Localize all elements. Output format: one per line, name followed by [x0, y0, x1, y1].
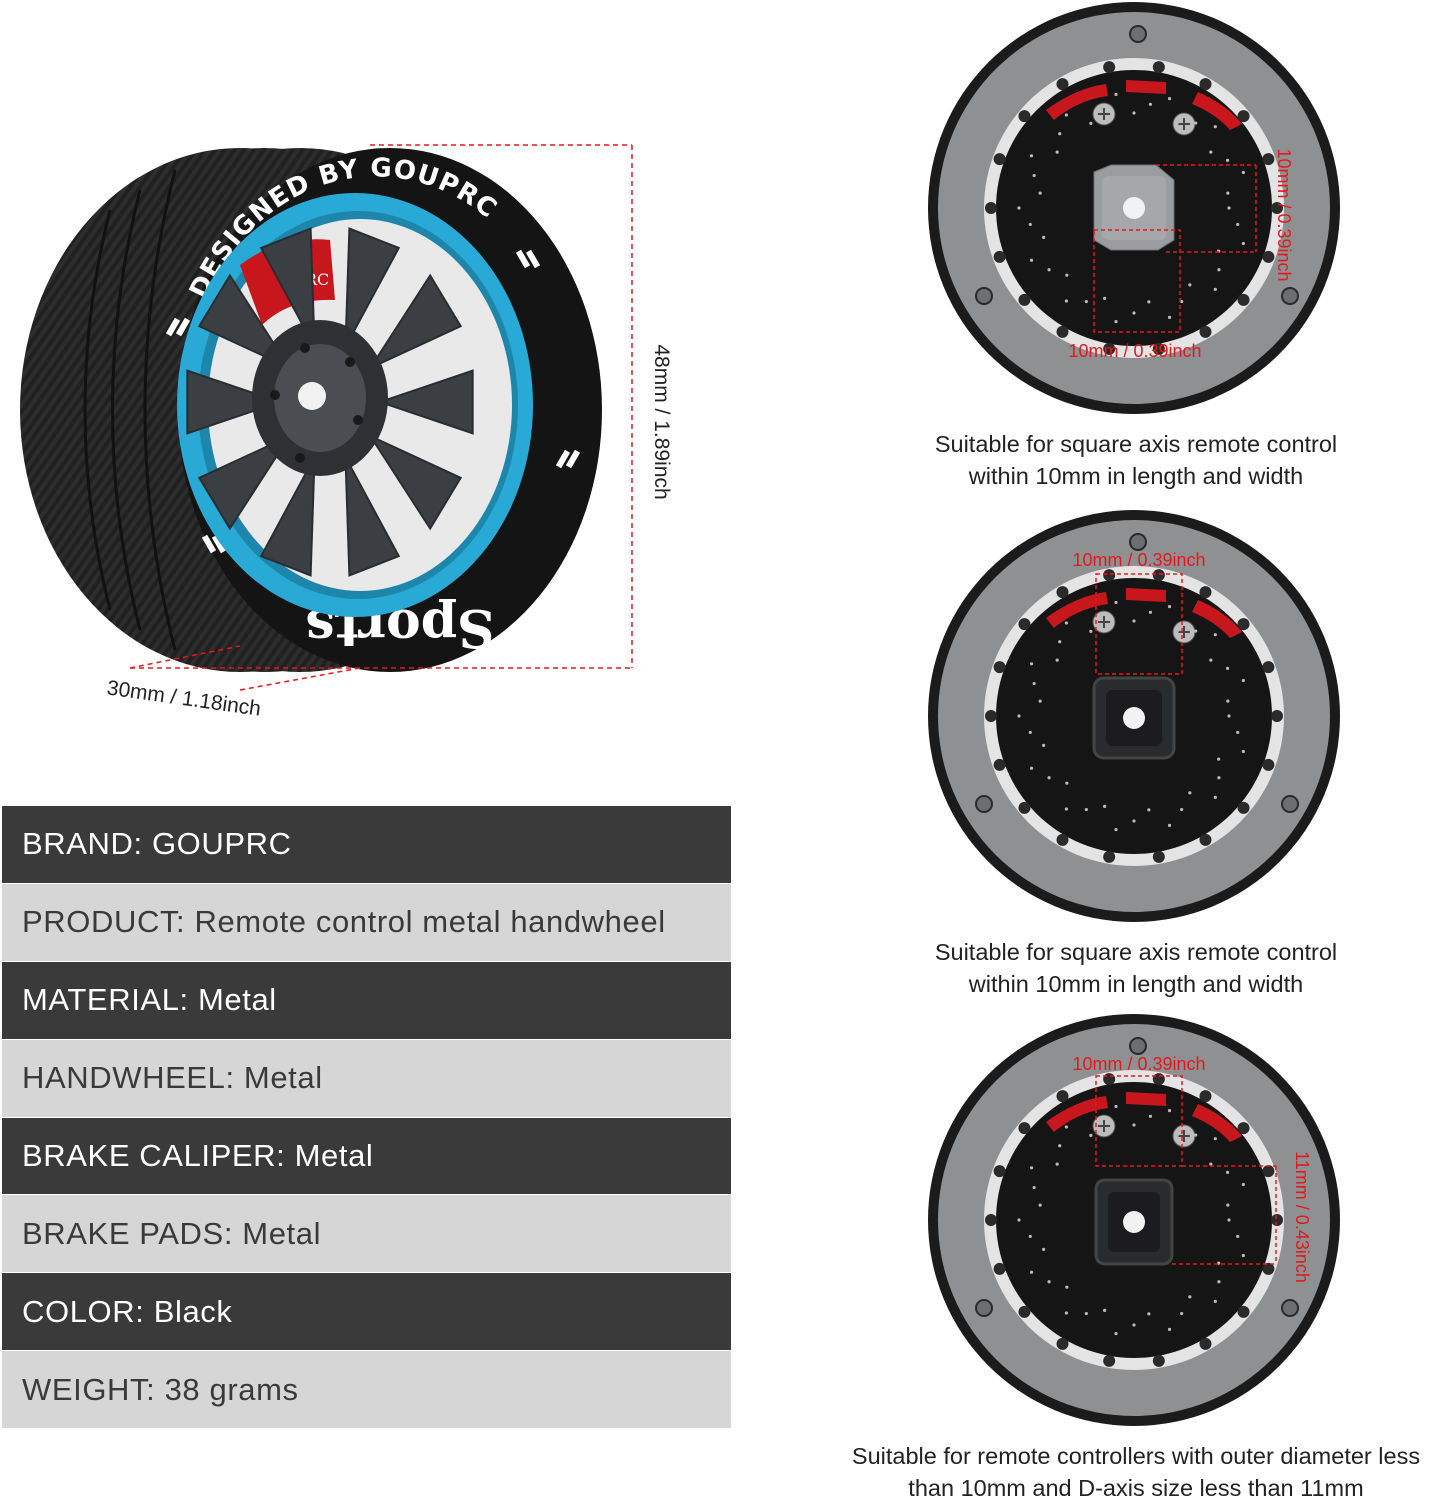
sidewall-hash-marks	[165, 249, 581, 554]
spec-key: BRAKE CALIPER:	[22, 1138, 286, 1173]
spoke	[367, 433, 463, 531]
caption-line: within 10mm in length and width	[968, 971, 1304, 997]
spec-key: BRAND:	[22, 826, 143, 862]
dimension-label-top: 10mm / 0.39inch	[1072, 1054, 1205, 1074]
dimension-label-bottom: 10mm / 0.39inch	[1068, 341, 1201, 361]
spec-value: Metal	[243, 1060, 323, 1096]
spec-value: Black	[153, 1293, 233, 1329]
hub	[252, 320, 388, 476]
spec-row-brand: BRAND: GOUPRC	[2, 806, 731, 884]
caption-line: Suitable for square axis remote control	[934, 939, 1338, 965]
hub-socket	[1092, 676, 1176, 760]
wheel-spokes	[186, 227, 474, 577]
wheel-illustration: DESIGNED BY GOUPRC Sports RC	[20, 144, 673, 721]
spec-key: BRAKE PADS:	[22, 1215, 234, 1251]
hub-socket	[1094, 1178, 1174, 1266]
spec-key: PRODUCT:	[22, 904, 186, 940]
spec-row-color: COLOR: Black	[2, 1273, 731, 1352]
caption-line: Suitable for square axis remote control	[934, 431, 1338, 457]
dimension-label-right: 11mm / 0.43inch	[1292, 1151, 1312, 1283]
hub-back-view-1: 10mm / 0.39inch 10mm / 0.39inch	[928, 2, 1340, 414]
caption-1: Suitable for square axis remote control …	[786, 428, 1453, 492]
spec-row-handwheel: HANDWHEEL: Metal	[2, 1039, 731, 1118]
spoke	[186, 369, 284, 435]
spoke	[197, 433, 293, 531]
spec-value: Metal	[197, 982, 277, 1018]
caption-line: within 10mm in length and width	[968, 463, 1304, 489]
spoke	[367, 273, 463, 371]
dimension-lines	[129, 144, 633, 691]
spoke	[344, 456, 401, 577]
caption-2: Suitable for square axis remote control …	[786, 936, 1453, 1000]
spoke	[376, 369, 474, 435]
spec-row-brake-pads: BRAKE PADS: Metal	[2, 1195, 731, 1274]
spoke	[259, 456, 316, 577]
hub-back-view-2: 10mm / 0.39inch	[928, 510, 1340, 922]
spec-value: Metal	[242, 1215, 322, 1251]
spec-row-weight: WEIGHT: 38 grams	[2, 1351, 731, 1430]
hub-socket	[1093, 164, 1175, 251]
dimension-lines	[1095, 573, 1183, 675]
spoke	[344, 227, 401, 348]
dimension-lines	[1093, 164, 1257, 333]
spec-row-product: PRODUCT: Remote control metal handwheel	[2, 883, 731, 962]
spec-key: WEIGHT:	[22, 1371, 156, 1407]
height-dimension-label: 48mm / 1.89inch	[650, 344, 673, 499]
caption-3: Suitable for remote controllers with out…	[786, 1440, 1453, 1504]
spec-value: GOUPRC	[151, 826, 292, 862]
spec-value: Remote control metal handwheel	[194, 904, 666, 940]
spec-key: HANDWHEEL:	[22, 1060, 235, 1096]
spec-key: COLOR:	[22, 1293, 145, 1329]
spec-key: MATERIAL:	[22, 982, 189, 1018]
spec-value: Metal	[294, 1138, 374, 1173]
caption-line: than 10mm and D-axis size less than 11mm	[908, 1475, 1364, 1501]
spec-row-material: MATERIAL: Metal	[2, 961, 731, 1040]
dimension-lines	[1095, 1075, 1277, 1265]
dimension-label-top: 10mm / 0.39inch	[1072, 550, 1205, 570]
spoke	[197, 273, 293, 371]
hub-back-view-3: 10mm / 0.39inch 11mm / 0.43inch	[928, 1014, 1340, 1426]
spoke	[259, 227, 316, 348]
width-dimension-label: 30mm / 1.18inch	[105, 676, 262, 720]
spec-table: BRAND: GOUPRC PRODUCT: Remote control me…	[2, 806, 731, 1430]
spec-value: 38 grams	[164, 1371, 299, 1407]
caption-line: Suitable for remote controllers with out…	[851, 1443, 1421, 1469]
dimension-label-right: 10mm / 0.39inch	[1274, 148, 1294, 281]
spec-row-brake-caliper: BRAKE CALIPER: Metal	[2, 1117, 731, 1196]
